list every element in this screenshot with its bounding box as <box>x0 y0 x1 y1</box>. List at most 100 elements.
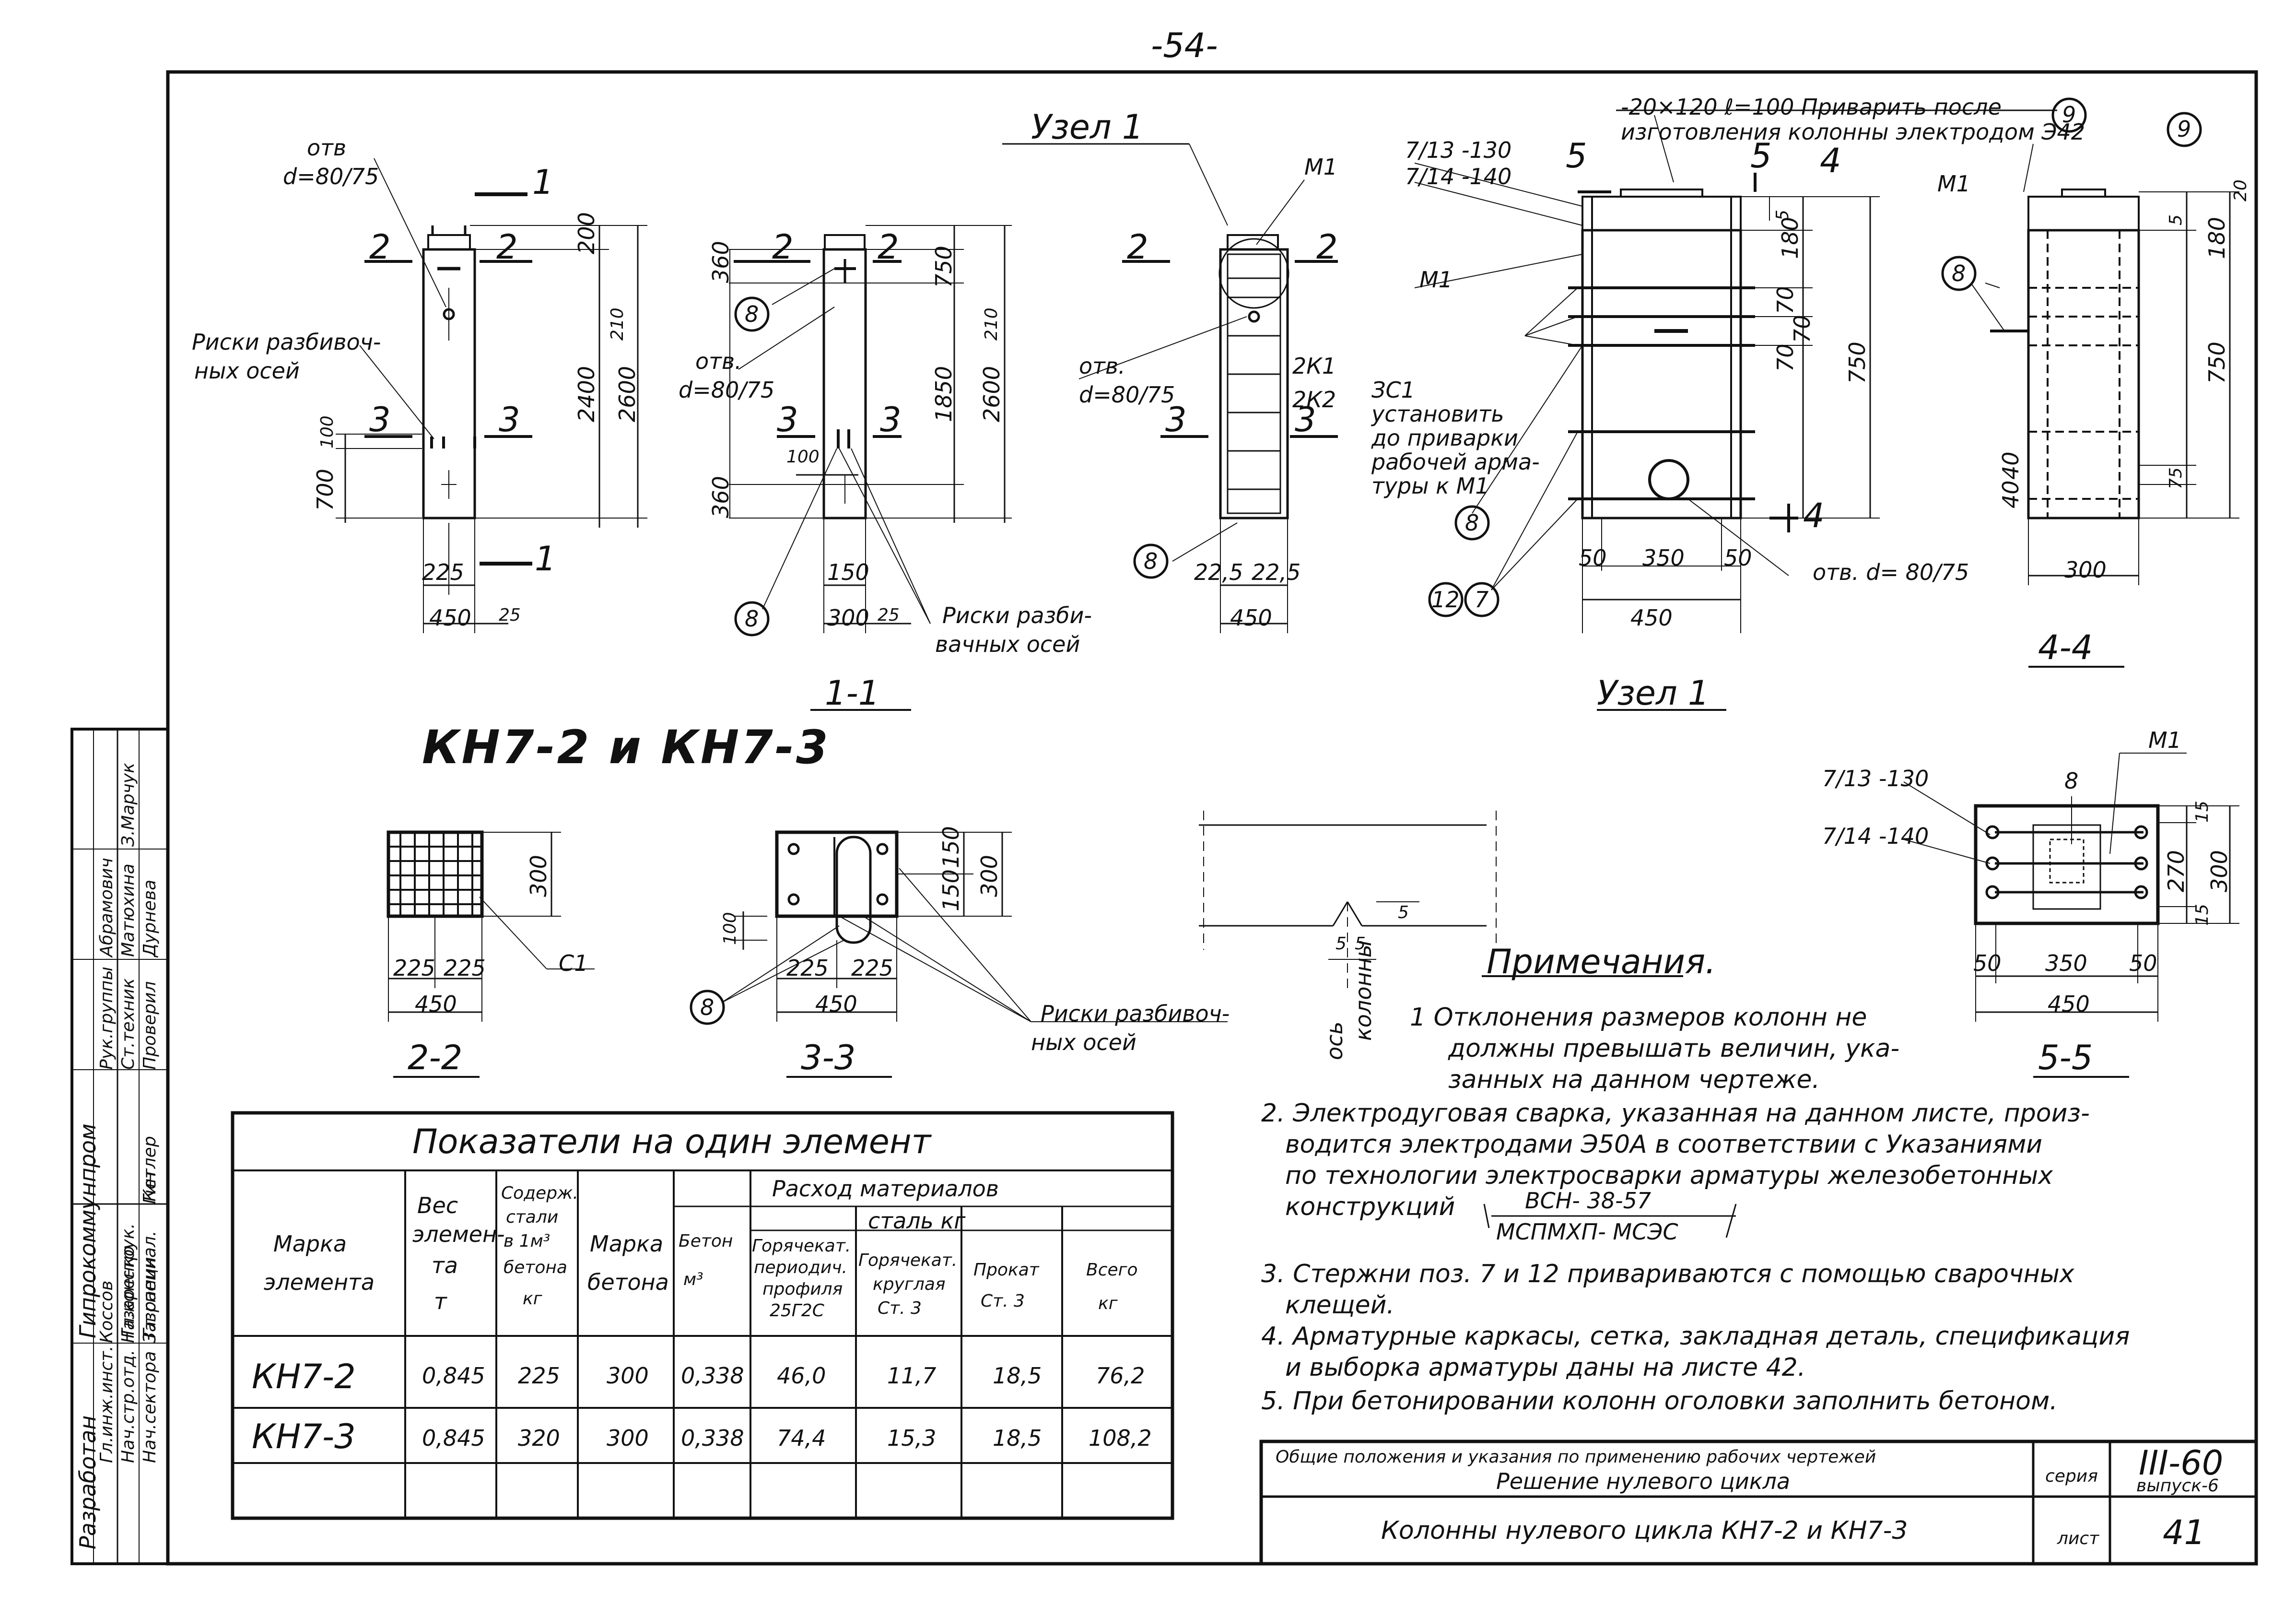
note-line: клещей. <box>1285 1291 1394 1320</box>
dimension: 750 <box>1844 342 1870 384</box>
dimension: 2600 <box>614 366 640 422</box>
bar-label: 7/13 -130 <box>1822 766 1929 791</box>
table-header: Марка <box>590 1231 664 1257</box>
table-header: Содерж. <box>501 1183 578 1203</box>
callout-8: 8 <box>745 606 759 632</box>
stamp-role: Нач.сектора <box>140 1351 160 1463</box>
dimension: 150 <box>827 559 869 585</box>
title-block-line2: Решение нулевого цикла <box>1496 1468 1791 1494</box>
m1-label: М1 <box>1419 267 1453 293</box>
section-mark: 2 <box>1316 227 1338 267</box>
section-mark: 3 <box>369 400 391 439</box>
dimension: 300 <box>2064 557 2107 583</box>
note-line: водится электродами Э50А в соответствии … <box>1285 1130 2043 1159</box>
dimension: 360 <box>708 241 734 283</box>
table-cell: 300 <box>607 1425 649 1451</box>
section-mark: 1 <box>532 163 554 202</box>
axis-marks-label: ных осей <box>1031 1029 1136 1055</box>
callout-8: 8 <box>2064 768 2079 794</box>
section-mark: 2 <box>496 227 518 267</box>
frame-label: 2К1 <box>1292 353 1336 379</box>
note-line: по технологии электросварки арматуры жел… <box>1285 1161 2053 1190</box>
stamp-name: Коссов <box>97 1280 117 1343</box>
ref-top: ВСН- 38-57 <box>1525 1188 1652 1214</box>
stamp-checked: Проверил <box>140 981 160 1070</box>
plate-note: -20×120 ℓ=100 Приварить после <box>1621 94 2002 120</box>
dimension: 750 <box>931 246 957 288</box>
section-mark: 4 <box>1820 141 1841 180</box>
callout-12: 12 <box>1431 587 1460 613</box>
stamp-org: Разработан <box>75 1415 101 1549</box>
stamp-name: Дурнева <box>140 879 160 957</box>
series-label: серия <box>2045 1466 2098 1486</box>
table-header: Горячекат. <box>858 1251 958 1270</box>
table-cell: 320 <box>518 1425 560 1451</box>
series-value: III-60 <box>2139 1443 2224 1483</box>
section-mark: 5 <box>1750 136 1772 176</box>
dimension: 50 <box>1724 545 1752 571</box>
note-line: 2. Электродуговая сварка, указанная на д… <box>1261 1099 2090 1128</box>
section-mark: 3 <box>1165 400 1187 439</box>
stamp-role: Гл.инж.инст. <box>97 1346 117 1463</box>
note-line: занных на данном чертеже. <box>1448 1065 1820 1094</box>
elevation-hole-label: отв <box>307 135 347 161</box>
notes-heading: Примечания. <box>1487 942 1716 981</box>
dimension: 15 <box>2192 904 2212 926</box>
table-cell: 11,7 <box>887 1363 937 1389</box>
table-cell: 0,338 <box>681 1425 744 1451</box>
mesh-label: С1 <box>559 950 588 976</box>
dimension: 75 <box>2166 467 2186 489</box>
m1-label: М1 <box>2148 727 2181 753</box>
dimension: 225 <box>786 955 829 981</box>
section-mark: 3 <box>499 400 520 439</box>
note-line: должны превышать величин, ука- <box>1448 1034 1900 1063</box>
axis-marks-label: вачных осей <box>935 631 1080 657</box>
view-title: 3-3 <box>801 1038 856 1077</box>
table-cell: 0,845 <box>422 1363 485 1389</box>
callout-9: 9 <box>2177 116 2191 142</box>
table-header: Всего <box>1086 1260 1138 1280</box>
dimension: 70 <box>1772 286 1798 314</box>
axis-marks-label: Риски разбивоч- <box>192 329 381 355</box>
mesh-note: туры к М1 <box>1371 473 1489 499</box>
section-hole-label: отв. <box>1079 353 1125 379</box>
dimension: 22,5 <box>1252 559 1301 585</box>
hole-label: отв. d= 80/75 <box>1813 559 1969 585</box>
side-hole-label: отв. <box>695 348 742 374</box>
mesh-note: установить <box>1371 401 1504 427</box>
dimension: 450 <box>429 605 471 631</box>
dimension: 350 <box>2045 950 2087 976</box>
dimension: 100 <box>720 912 740 945</box>
m1-label: М1 <box>1304 154 1337 180</box>
table-header: Горячекат. <box>752 1236 851 1256</box>
section-mark: 2 <box>878 227 899 267</box>
section-mark: 2 <box>1127 227 1148 267</box>
table-cell: 108,2 <box>1089 1425 1152 1451</box>
callout-8: 8 <box>700 994 715 1020</box>
table-header: периодич. <box>754 1258 847 1277</box>
sheet-title: Колонны нулевого цикла КН7-2 и КН7-3 <box>1381 1516 1908 1545</box>
note-line: 4. Арматурные каркасы, сетка, закладная … <box>1261 1322 2130 1351</box>
dimension: 150 <box>938 869 964 911</box>
table-title: Показатели на один элемент <box>412 1122 931 1161</box>
dimension: 100 <box>317 415 337 449</box>
dimension: 270 <box>2163 850 2189 892</box>
dimension: 300 <box>827 605 869 631</box>
axis-marks-label: Риски разбивоч- <box>1041 1001 1230 1027</box>
dimension: 180 <box>2204 217 2230 259</box>
section-mark: 3 <box>1295 400 1316 439</box>
dimension: 225 <box>444 955 486 981</box>
table-header: 25Г2С <box>770 1301 824 1321</box>
section-mark: 1 <box>535 539 556 578</box>
dimension: 100 <box>786 447 820 467</box>
dimension: 300 <box>976 855 1002 897</box>
stamp-name: Кетлер <box>140 1136 160 1202</box>
note-line: 1 Отклонения размеров колонн не <box>1410 1003 1867 1032</box>
table-header: профиля <box>762 1279 843 1299</box>
dimension: 225 <box>422 559 464 585</box>
table-cell: 15,3 <box>887 1425 937 1451</box>
m1-label: М1 <box>1937 171 1970 197</box>
view-title: 1-1 <box>825 673 880 713</box>
dimension: 5 <box>1335 934 1347 954</box>
